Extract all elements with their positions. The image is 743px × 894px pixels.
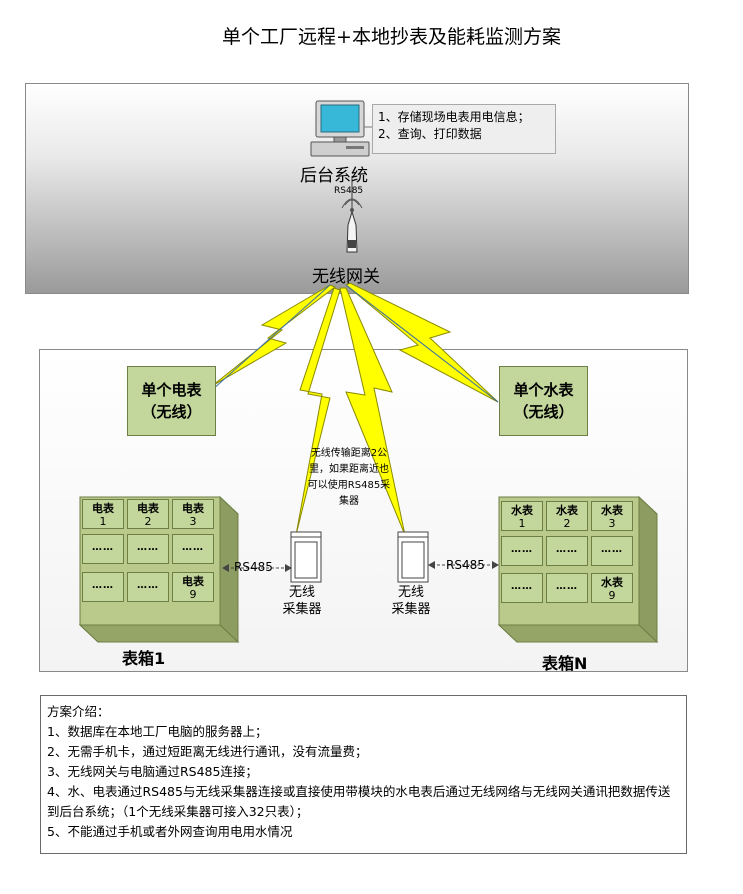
collector-left-line-1: 无线 (288, 585, 315, 600)
intro-item-1: 1、数据库在本地工厂电脑的服务器上； (47, 724, 268, 739)
meter-box-n-label: 表箱N (542, 654, 588, 673)
wireless-link-4 (345, 282, 499, 403)
rs485-link-left (222, 564, 292, 572)
meter-cell: …… (501, 573, 543, 603)
intro-item-2: 2、无需手机卡，通过短距离无线进行通讯，没有流量费； (47, 744, 368, 759)
single-water-meter-title: 单个水表 (513, 381, 574, 399)
single-electric-meter-sub: （无线） (141, 403, 202, 421)
backend-label: 后台系统 (300, 166, 368, 186)
meter-cell: …… (546, 573, 588, 603)
wireless-link-3 (339, 287, 406, 536)
wireless-distance-note: 无线传输距离2公里，如果距离近也可以使用RS485采集器 (307, 448, 391, 507)
single-water-meter-sub: （无线） (513, 403, 574, 421)
meter-box-1-label: 表箱1 (122, 649, 166, 668)
intro-item-4: 4、水、电表通过RS485与无线采集器连接或直接使用带模块的水电表后通过无线网络… (47, 784, 671, 819)
single-electric-meter: 单个电表 （无线） (127, 366, 216, 436)
meter-cell: …… (591, 536, 633, 566)
meter-cell: …… (501, 536, 543, 566)
scheme-introduction: 方案介绍： 1、数据库在本地工厂电脑的服务器上； 2、无需手机卡，通过短距离无线… (40, 695, 687, 854)
backend-panel (25, 83, 689, 294)
meter-cell: …… (172, 534, 214, 564)
wireless-collector-left-icon (290, 531, 322, 583)
intro-item-3: 3、无线网关与电脑通过RS485连接； (47, 764, 258, 779)
collector-right-line-2: 采集器 (391, 602, 431, 617)
computer-icon (310, 100, 370, 157)
single-electric-meter-title: 单个电表 (141, 381, 202, 399)
meter-cell: …… (82, 534, 124, 564)
wireless-link-2 (295, 287, 341, 536)
meter-cell: …… (546, 536, 588, 566)
meter-cell: …… (127, 572, 169, 602)
rs485-right-label: RS485 (446, 558, 485, 572)
meter-cell: …… (82, 572, 124, 602)
backend-info-line-2: 2、查询、打印数据 (378, 127, 482, 141)
collector-right-line-1: 无线 (397, 585, 424, 600)
collector-right-label: 无线 采集器 (381, 584, 441, 618)
rs485-top-label: RS485 (334, 186, 364, 196)
wireless-collector-right-icon (397, 531, 429, 583)
backend-info-line-1: 1、存储现场电表用电信息； (378, 110, 530, 124)
single-water-meter: 单个水表 （无线） (499, 366, 588, 436)
rs485-link-right (428, 561, 499, 569)
meter-cell: …… (127, 534, 169, 564)
wireless-link-1 (211, 284, 337, 391)
gateway-label: 无线网关 (312, 267, 380, 287)
diagram-title: 单个工厂远程+本地抄表及能耗监测方案 (222, 26, 561, 48)
collector-left-label: 无线 采集器 (272, 584, 332, 618)
gateway-icon (341, 198, 363, 253)
backend-info-box: 1、存储现场电表用电信息； 2、查询、打印数据 (372, 104, 556, 154)
intro-item-5: 5、不能通过手机或者外网查询用电用水情况 (47, 824, 293, 839)
rs485-left-label: RS485 (234, 560, 273, 574)
collector-left-line-2: 采集器 (282, 602, 322, 617)
intro-heading: 方案介绍： (47, 704, 110, 719)
